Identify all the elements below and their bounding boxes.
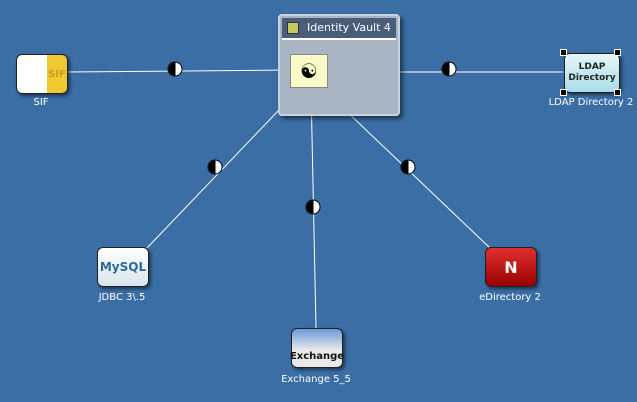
node-label-edirectory: eDirectory 2 — [479, 292, 541, 303]
driver-yin-yang-icon[interactable] — [167, 61, 183, 77]
ldap-icon-text: LDAP Directory — [568, 62, 616, 83]
ldap-icon[interactable]: LDAP Directory — [564, 53, 620, 93]
driver-yin-yang-icon[interactable] — [207, 159, 223, 175]
edirectory-icon-text: N — [504, 257, 518, 277]
vault-title-icon — [287, 22, 299, 34]
node-label-exchange: Exchange 5_5 — [281, 374, 351, 385]
sif-icon[interactable]: SIF — [16, 54, 68, 94]
driver-yin-yang-icon[interactable] — [400, 159, 416, 175]
driver-yin-yang-icon[interactable] — [441, 61, 457, 77]
vault-title: Identity Vault 4 — [307, 21, 391, 34]
selection-handle[interactable] — [614, 49, 621, 56]
node-label-sif: SIF — [33, 97, 49, 108]
driver-yin-yang-icon[interactable] — [305, 199, 321, 215]
identity-vault-icon[interactable]: ☯ — [290, 54, 328, 88]
node-label-jdbc: JDBC 3\.5 — [98, 292, 146, 303]
selection-handle[interactable] — [560, 49, 567, 56]
edirectory-icon[interactable]: N — [485, 247, 537, 287]
selection-handle[interactable] — [614, 89, 621, 96]
selection-handle[interactable] — [560, 89, 567, 96]
driver-line-jdbc[interactable] — [146, 87, 301, 249]
sif-icon-text: SIF — [48, 68, 66, 80]
mysql-icon-text: MySQL — [99, 260, 147, 274]
mysql-icon[interactable]: MySQL — [97, 247, 149, 287]
exchange-icon[interactable]: Exchange — [289, 328, 345, 368]
exchange-icon-text: Exchange — [289, 350, 345, 362]
node-label-ldap: LDAP Directory 2 — [548, 97, 634, 108]
